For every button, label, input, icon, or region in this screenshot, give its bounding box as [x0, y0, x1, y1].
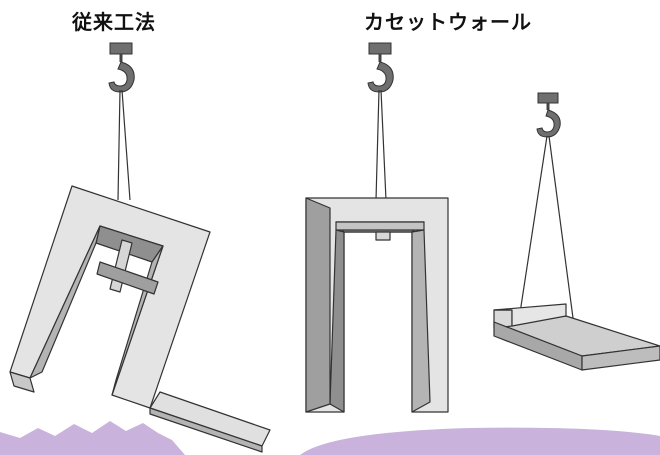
crane-hook-icon — [109, 42, 133, 55]
cassette-slings — [375, 89, 387, 201]
starburst-decoration — [0, 421, 185, 455]
conventional-method-label: 従来工法 — [72, 10, 156, 34]
cassette-wall-frame — [305, 197, 449, 413]
crane-hook-icon — [537, 92, 559, 104]
slab-crane-hook — [536, 92, 561, 138]
conventional-precast-frame — [9, 185, 271, 453]
conventional-crane-hook — [108, 42, 135, 93]
cassette-crane-hook — [367, 42, 394, 93]
cassette-wall-label: カセットウォール — [364, 10, 532, 34]
conventional-slings — [117, 89, 131, 201]
crane-hook-icon — [368, 42, 392, 55]
cassette-slab — [493, 303, 660, 371]
banner-decoration — [300, 427, 660, 455]
